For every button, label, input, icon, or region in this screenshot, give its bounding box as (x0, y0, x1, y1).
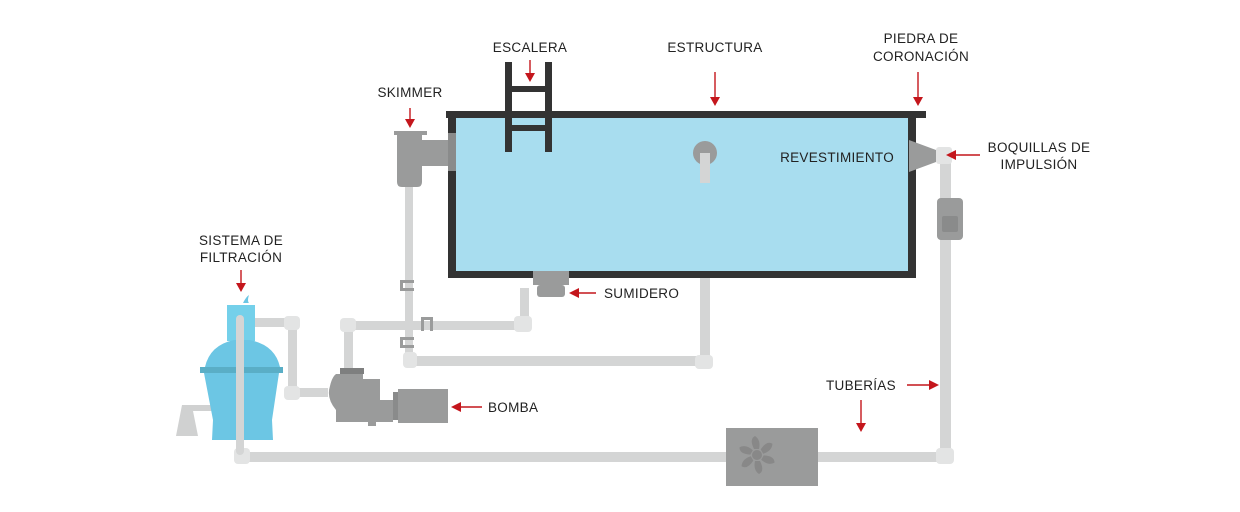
pool (394, 62, 963, 297)
pool-water (456, 118, 908, 271)
label-filtracion-line2: FILTRACIÓN (200, 250, 282, 265)
label-piedra-line2: CORONACIÓN (873, 49, 969, 64)
elbow-joint (340, 318, 356, 332)
suction-main-pipe (405, 356, 710, 366)
elbow-joint (514, 316, 532, 332)
label-bomba: BOMBA (488, 400, 538, 415)
ladder (505, 62, 552, 152)
return-valve-window (942, 216, 958, 232)
sump-pipe (344, 321, 528, 330)
heat-pump (726, 428, 818, 486)
label-escalera: ESCALERA (493, 40, 567, 55)
label-boquillas-line1: BOQUILLAS DE (988, 140, 1091, 155)
label-filtracion-line1: SISTEMA DE (199, 233, 283, 248)
skimmer-pipe (405, 185, 413, 363)
fan-icon (737, 436, 777, 474)
pump (328, 368, 448, 426)
label-boquillas-line2: IMPULSIÓN (1001, 157, 1078, 172)
filter (176, 295, 283, 455)
pump-inlet-pipe (344, 321, 353, 371)
label-skimmer: SKIMMER (377, 85, 442, 100)
coping-stone (446, 111, 926, 118)
elbow-joint (936, 448, 954, 464)
label-estructura: ESTRUCTURA (667, 40, 762, 55)
label-sumidero: SUMIDERO (604, 286, 679, 301)
label-tuberias: TUBERÍAS (826, 378, 896, 393)
bottom-pipe (238, 452, 950, 462)
skimmer (394, 131, 456, 187)
elbow-joint (695, 355, 713, 369)
sump-riser-pipe (520, 288, 529, 328)
labels: ESCALERA ESTRUCTURA PIEDRA DE CORONACIÓN… (199, 31, 1090, 415)
label-revestimiento: REVESTIMIENTO (780, 150, 894, 165)
elbow-joint (403, 352, 417, 368)
arrows (236, 60, 980, 432)
pump-outlet-pipe (288, 388, 328, 397)
elbow-joint (284, 316, 300, 330)
filter-outlet-pipe (250, 318, 294, 327)
return-riser-pipe (940, 158, 951, 458)
sump (533, 271, 569, 297)
inlet-pipe-top (700, 153, 710, 183)
filter-base (176, 405, 220, 436)
filter-down-pipe (288, 318, 297, 396)
elbow-joint (284, 386, 300, 400)
return-nozzle (909, 140, 952, 172)
label-piedra-line1: PIEDRA DE (884, 31, 959, 46)
valve-icon (400, 280, 433, 348)
